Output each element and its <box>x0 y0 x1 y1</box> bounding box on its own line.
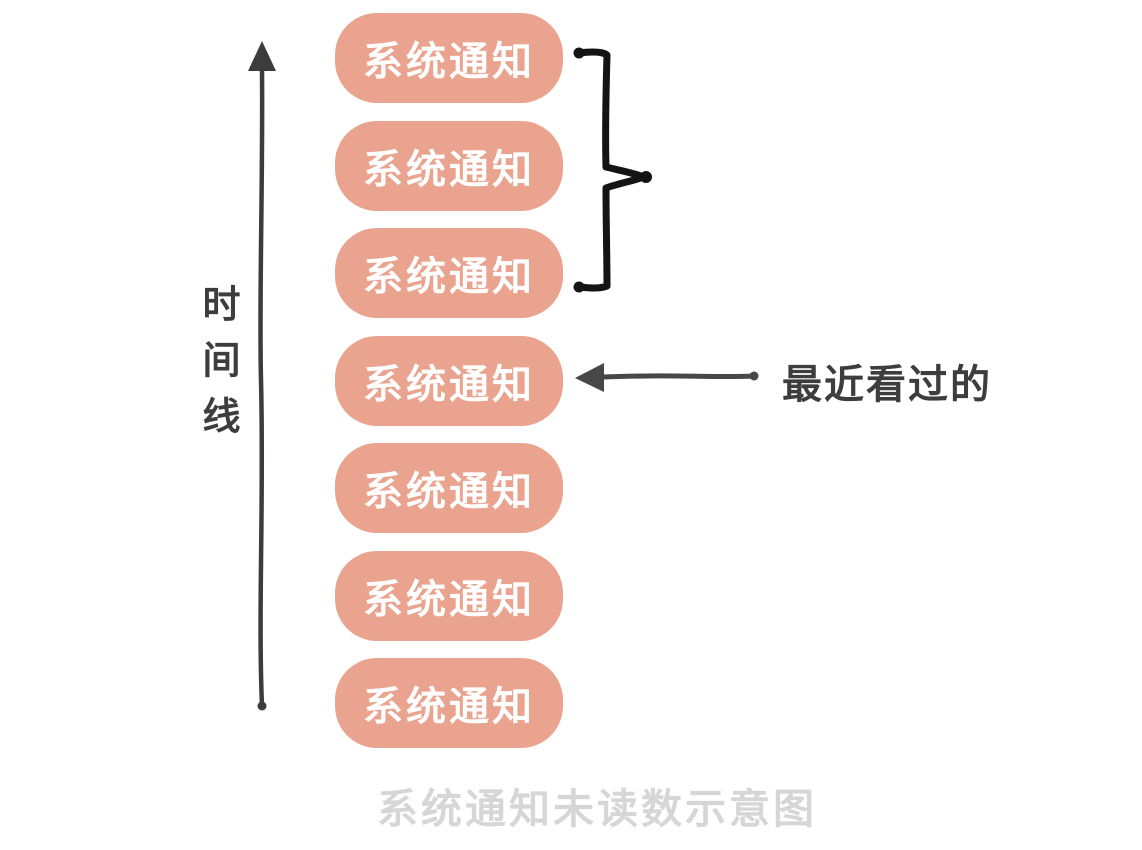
recently-viewed-label: 最近看过的 <box>782 363 992 407</box>
notification-box: 系统通知 <box>335 228 563 318</box>
timeline-label: 时间线 <box>196 284 238 452</box>
notification-box: 系统通知 <box>335 443 563 533</box>
recent-arrow-icon <box>575 363 759 392</box>
brace-icon <box>573 47 652 293</box>
notification-box: 系统通知 <box>335 121 563 211</box>
notification-box: 系统通知 <box>335 336 563 426</box>
notification-box: 系统通知 <box>335 13 563 103</box>
diagram-caption: 系统通知未读数示意图 <box>377 786 817 832</box>
timeline-arrow-icon <box>248 41 276 711</box>
notification-box: 系统通知 <box>335 658 563 748</box>
notification-box: 系统通知 <box>335 551 563 641</box>
